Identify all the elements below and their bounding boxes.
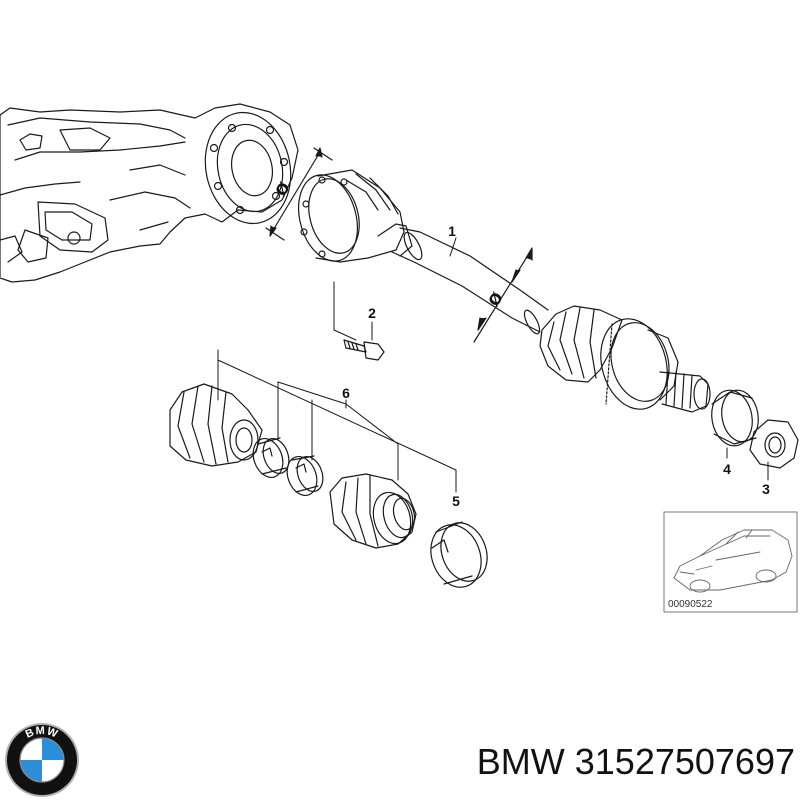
bmw-roundel-logo: BMW [5,723,79,797]
inset-reference-number: 00090522 [668,599,713,610]
large-clamp-part-5 [430,521,488,588]
hex-nut-part-3 [749,419,799,469]
diameter-dimension-inner [265,147,333,241]
svg-text:BMW: BMW [24,725,60,741]
washer-part-4 [711,389,759,447]
label-5: 5 [452,493,460,509]
car-reference-inset [663,511,798,613]
part-caption: BMW 31527507697 [410,738,795,786]
leader-lines [217,237,769,493]
bolt-part-2 [343,339,385,361]
label-4: 4 [723,461,731,477]
label-1: 1 [448,223,456,239]
outer-boot-part [329,473,417,549]
diameter-dimension-shaft [473,247,533,343]
outer-cv-joint [539,305,711,413]
drive-shaft [391,227,549,335]
label-6: 6 [342,385,350,401]
label-3: 3 [762,481,770,497]
inner-cv-joint [298,169,413,263]
label-2: 2 [368,305,376,321]
caption-part-number: 31527507697 [574,741,795,782]
boot-clamps [252,437,324,496]
part-number-labels: 1 2 3 4 5 6 [342,223,770,509]
differential-housing [0,103,299,283]
inner-boot-part [169,383,263,467]
caption-brand: BMW [476,741,565,782]
diameter-symbol-shaft: Ø [485,289,507,310]
